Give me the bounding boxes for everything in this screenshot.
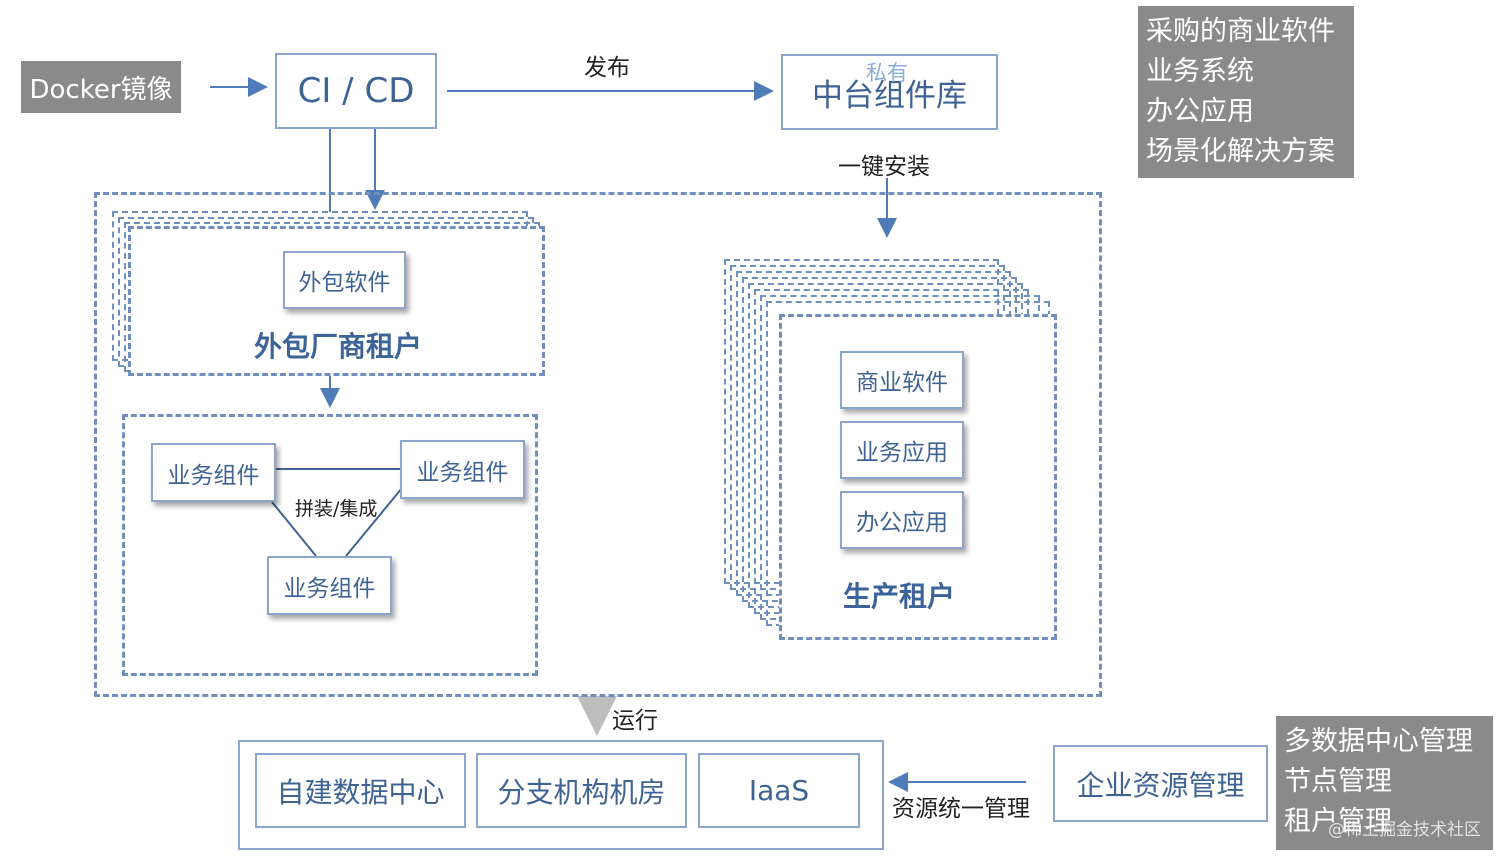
self-built-dc-box: 自建数据中心 [255,753,466,828]
business-app-card: 业务应用 [840,421,964,479]
multi-dc-line: 多数据中心管理 [1284,726,1473,757]
outsourced-software-label: 外包软件 [298,270,391,296]
run-label: 运行 [612,708,658,734]
publish-label: 发布 [584,55,630,81]
multi-dc-line: 节点管理 [1284,766,1392,797]
assembly-box [122,414,538,676]
platform-container [94,192,1102,697]
watermark: @稀土掘金技术社区 [1328,820,1481,840]
component-repo-label: 中台组件库 [812,77,967,114]
business-component-label: 业务组件 [416,459,509,486]
business-component-card: 业务组件 [400,440,525,499]
component-repo-box: 中台组件库 [781,54,998,130]
multi-dc-line: 租户管理 [1284,806,1392,837]
production-tenant-label: 生产租户 [843,580,956,613]
branch-room-label: 分支机构机房 [497,775,666,809]
iaas-label: IaaS [748,774,810,807]
purchased-line: 业务系统 [1146,56,1254,87]
purchased-software-box: 采购的商业软件 业务系统 办公应用 场景化解决方案 [1138,6,1354,178]
one-click-install-label: 一键安装 [838,154,930,180]
docker-image-box: Docker镜像 [21,61,181,113]
purchased-line: 场景化解决方案 [1146,136,1335,167]
assembly-line-right [345,487,403,557]
office-app-card: 办公应用 [840,491,964,549]
multi-dc-mgmt-box: 多数据中心管理 节点管理 租户管理 [1276,716,1493,850]
enterprise-resource-mgmt-label: 企业资源管理 [1076,768,1245,802]
outsourced-software-card: 外包软件 [283,251,406,309]
outsourced-tenant-label: 外包厂商租户 [254,330,423,363]
commercial-software-card: 商业软件 [840,351,964,409]
business-component-label: 业务组件 [167,462,260,489]
purchased-line: 采购的商业软件 [1146,16,1335,47]
cicd-box: CI / CD [275,53,437,129]
component-repo-private-label: 私有 [866,61,908,85]
resource-mgmt-label: 资源统一管理 [892,796,1030,822]
assembly-line-left [271,501,317,557]
business-component-label: 业务组件 [283,575,376,602]
office-app-label: 办公应用 [856,510,948,536]
infrastructure-box [238,740,884,850]
assembly-label: 拼装/集成 [295,498,378,520]
purchased-line: 办公应用 [1146,96,1254,127]
business-component-card: 业务组件 [151,443,276,502]
business-component-card: 业务组件 [267,556,392,615]
commercial-software-label: 商业软件 [856,370,948,396]
docker-image-label: Docker镜像 [29,74,173,105]
business-app-label: 业务应用 [856,440,948,466]
cicd-label: CI / CD [297,71,415,111]
enterprise-resource-mgmt-box: 企业资源管理 [1053,745,1268,822]
self-built-dc-label: 自建数据中心 [276,775,445,809]
iaas-box: IaaS [698,753,860,828]
branch-room-box: 分支机构机房 [476,753,687,828]
